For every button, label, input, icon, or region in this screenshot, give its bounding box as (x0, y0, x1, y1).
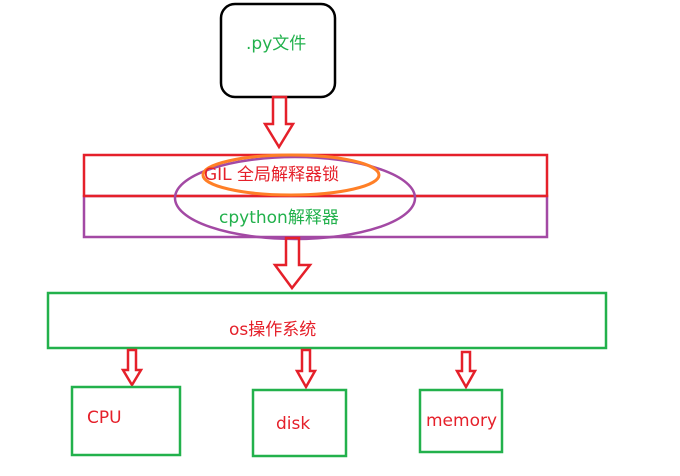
os-label: os操作系统 (229, 320, 317, 340)
arrow-py-to-gil (262, 95, 296, 150)
memory-label: memory (426, 411, 498, 431)
cpython-label: cpython解释器 (219, 208, 339, 228)
arrow-os-to-cpu (120, 348, 144, 388)
gil-ellipse (201, 153, 381, 197)
cpu-box (70, 385, 182, 457)
arrow-os-to-disk (294, 348, 318, 390)
os-box (46, 291, 608, 350)
disk-box (251, 388, 348, 458)
memory-box (418, 388, 504, 454)
arrow-os-to-memory (454, 350, 478, 390)
gil-label: GIL 全局解释器锁 (204, 165, 340, 185)
py-file-label: .py文件 (246, 34, 307, 54)
disk-label: disk (276, 414, 311, 434)
arrow-cpython-to-os (272, 236, 313, 291)
cpu-label: CPU (87, 408, 122, 428)
